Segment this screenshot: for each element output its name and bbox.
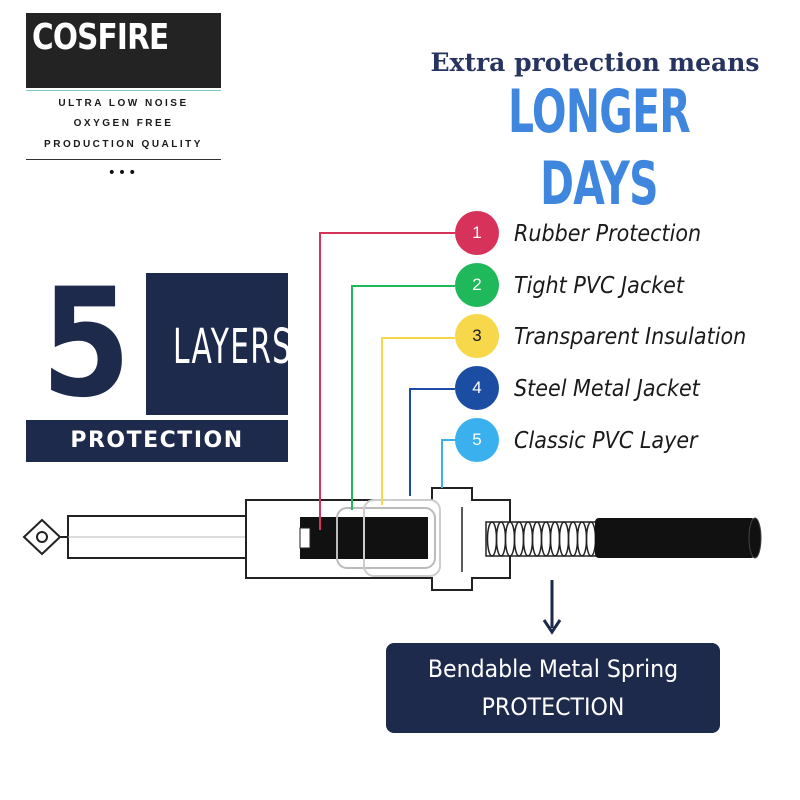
leader-line-3 — [381, 337, 455, 505]
layer-label-1: Rubber Protection — [514, 221, 702, 247]
tagline-oxygen: OXYGEN FREE — [73, 118, 174, 129]
badge-layers-box — [146, 273, 288, 415]
tagline-quality: PRODUCTION QUALITY — [44, 139, 203, 150]
brand-logo-box — [26, 13, 221, 88]
leader-line-5 — [441, 439, 455, 488]
layer-number-1: 1 — [455, 211, 499, 255]
leader-line-4 — [409, 388, 455, 496]
leader-line-1 — [319, 232, 455, 530]
transparent-insulation-sleeve — [336, 499, 441, 577]
layer-number-2: 2 — [455, 263, 499, 307]
headline-title: LONGER DAYS — [507, 77, 691, 219]
layer-number-4: 4 — [455, 366, 499, 410]
badge-protection-label: PROTECTION — [26, 420, 288, 462]
layer-label-4: Steel Metal Jacket — [514, 376, 700, 402]
layer-number-5: 5 — [455, 418, 499, 462]
dots-ornament: ••• — [107, 165, 139, 181]
cable-tail — [595, 517, 762, 559]
brand-name: COSFIRE — [32, 17, 169, 58]
layer-number-3: 3 — [455, 314, 499, 358]
layer-label-5: Classic PVC Layer — [514, 428, 698, 454]
callout-subtitle: PROTECTION — [481, 693, 625, 721]
brand-subtitle: Professional — [702, 52, 774, 67]
tagline-noise: ULTRA LOW NOISE — [58, 98, 189, 109]
layer-label-2: Tight PVC Jacket — [514, 273, 685, 299]
leader-line-2 — [351, 285, 455, 510]
arrow-down-icon — [542, 580, 562, 635]
brand-divider — [26, 90, 221, 91]
jack-plug-icon — [22, 515, 247, 559]
tagline-divider — [26, 159, 221, 160]
headline-subtitle: Extra protection means — [430, 48, 760, 77]
badge-number: 5 — [41, 257, 131, 431]
layer-label-3: Transparent Insulation — [514, 324, 747, 350]
spring-callout-box — [386, 643, 720, 733]
callout-title: Bendable Metal Spring — [427, 655, 679, 683]
